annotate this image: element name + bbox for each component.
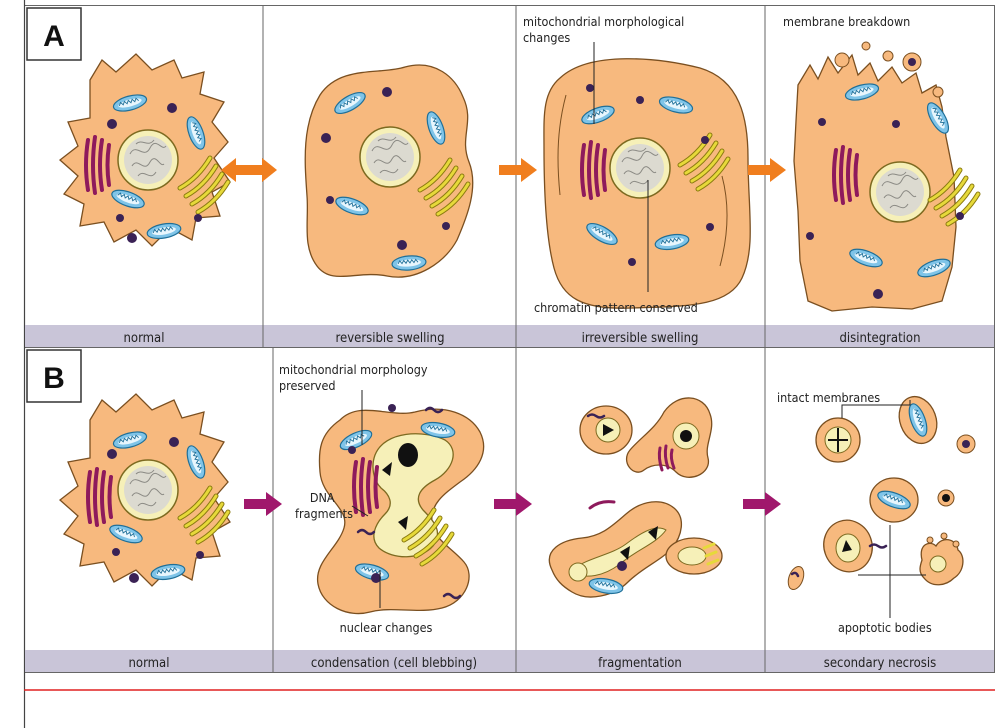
annotation-chromatin: chromatin pattern conserved: [534, 300, 698, 315]
panel-a-label: A: [43, 20, 65, 53]
caption-b1: normal: [129, 656, 170, 671]
caption-b4: secondary necrosis: [824, 656, 936, 671]
arrow-b2-b3: [494, 492, 532, 516]
annotation-mito-changes: mitochondrial morphological changes: [523, 14, 688, 45]
panel-b-label: B: [43, 362, 65, 395]
annotation-apoptotic-bodies: apoptotic bodies: [838, 620, 932, 635]
caption-a2: reversible swelling: [335, 331, 444, 346]
annotation-mito-preserved: mitochondrial morphology preserved: [279, 362, 431, 393]
annotation-membrane-breakdown: membrane breakdown: [783, 14, 910, 29]
caption-b2: condensation (cell blebbing): [311, 656, 477, 671]
arrow-b3-b4: [743, 492, 781, 516]
annotation-intact-membranes: intact membranes: [777, 390, 880, 405]
caption-a3: irreversible swelling: [582, 331, 699, 346]
cell-normal-b: [60, 394, 230, 586]
caption-b3: fragmentation: [598, 656, 682, 671]
caption-a1: normal: [124, 331, 165, 346]
caption-a4: disintegration: [839, 331, 920, 346]
arrow-a3-a4: [748, 158, 786, 182]
arrow-a2-a3: [499, 158, 537, 182]
cell-fragmentation: [549, 398, 722, 597]
cell-normal-a: [60, 54, 230, 246]
cell-irreversible-swelling: [544, 59, 750, 308]
cell-secondary-necrosis: [785, 391, 975, 591]
double-arrow-reversible: [221, 158, 277, 182]
annotation-nuclear-changes: nuclear changes: [340, 620, 433, 635]
arrow-b1-b2: [244, 492, 282, 516]
cell-disintegration: [794, 42, 978, 311]
cell-reversible-swelling: [305, 65, 473, 277]
